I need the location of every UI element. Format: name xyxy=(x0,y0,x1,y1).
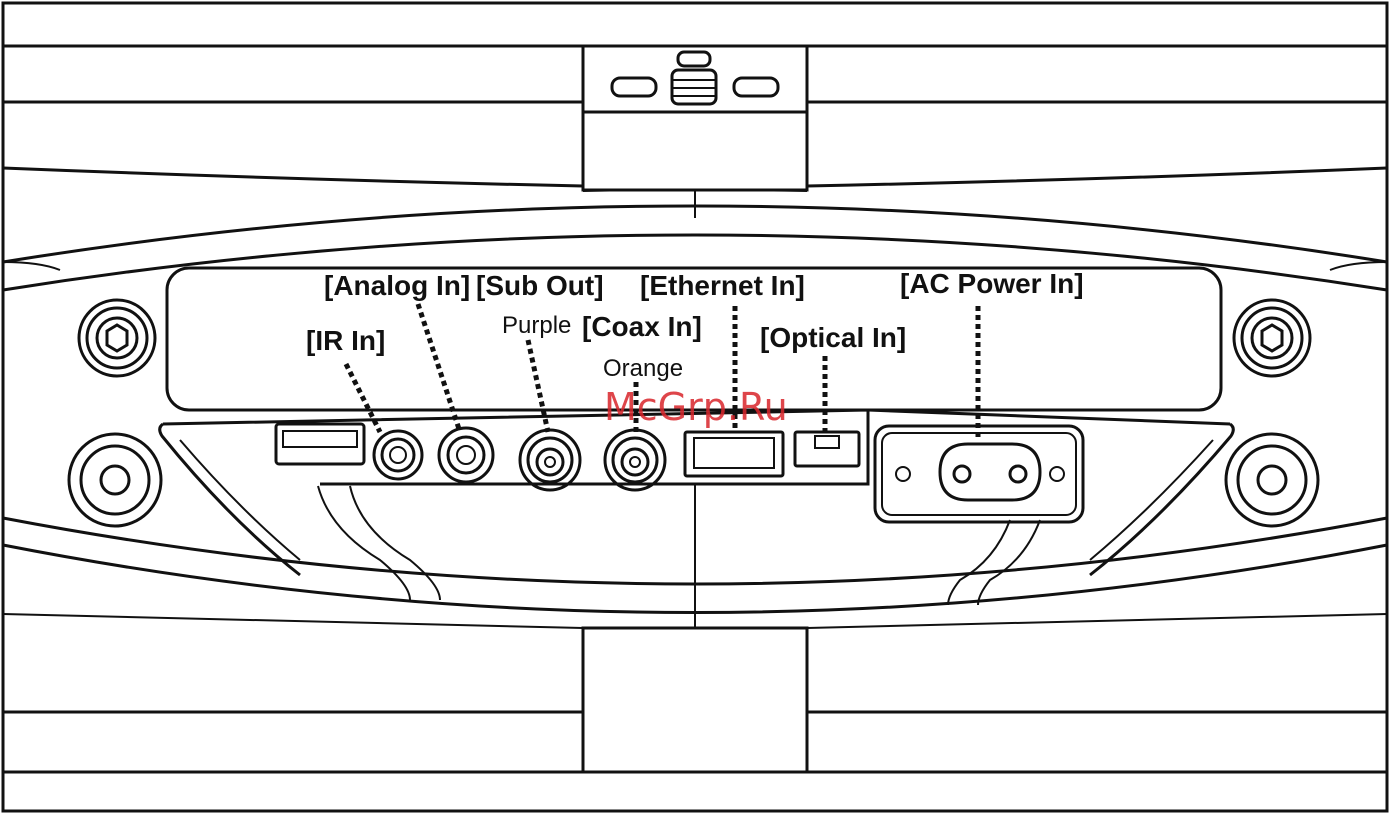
mount-hole-left xyxy=(69,434,161,526)
connector-tray xyxy=(160,410,1234,605)
label-coax-in: [Coax In] xyxy=(582,311,702,342)
leader-sub-out xyxy=(528,340,548,432)
leader-analog-in xyxy=(418,304,460,432)
mount-hole-right xyxy=(1226,434,1318,526)
label-ir-in: [IR In] xyxy=(306,325,385,356)
top-body xyxy=(3,46,1387,191)
ir-in-port xyxy=(374,431,422,479)
ac-power-in-port xyxy=(875,426,1083,522)
watermark: McGrp.Ru xyxy=(604,385,788,429)
label-analog-in: [Analog In] xyxy=(324,270,470,301)
ethernet-in-port xyxy=(685,432,783,476)
bottom-body xyxy=(3,614,1387,772)
coax-in-port xyxy=(605,430,665,490)
screw-top-right xyxy=(1234,300,1310,376)
analog-in-port xyxy=(439,428,493,482)
optical-in-port xyxy=(795,432,859,466)
screw-top-left xyxy=(79,300,155,376)
label-sub-out-color: Purple xyxy=(502,312,571,339)
top-terminal-block xyxy=(583,46,807,190)
label-coax-in-color: Orange xyxy=(603,355,683,382)
label-ethernet-in: [Ethernet In] xyxy=(640,270,805,301)
sub-out-port xyxy=(520,430,580,490)
label-optical-in: [Optical In] xyxy=(760,322,906,353)
label-sub-out: [Sub Out] xyxy=(476,270,604,301)
leader-ir-in xyxy=(346,364,380,432)
usb-port xyxy=(276,424,364,464)
label-ac-power-in: [AC Power In] xyxy=(900,268,1084,299)
